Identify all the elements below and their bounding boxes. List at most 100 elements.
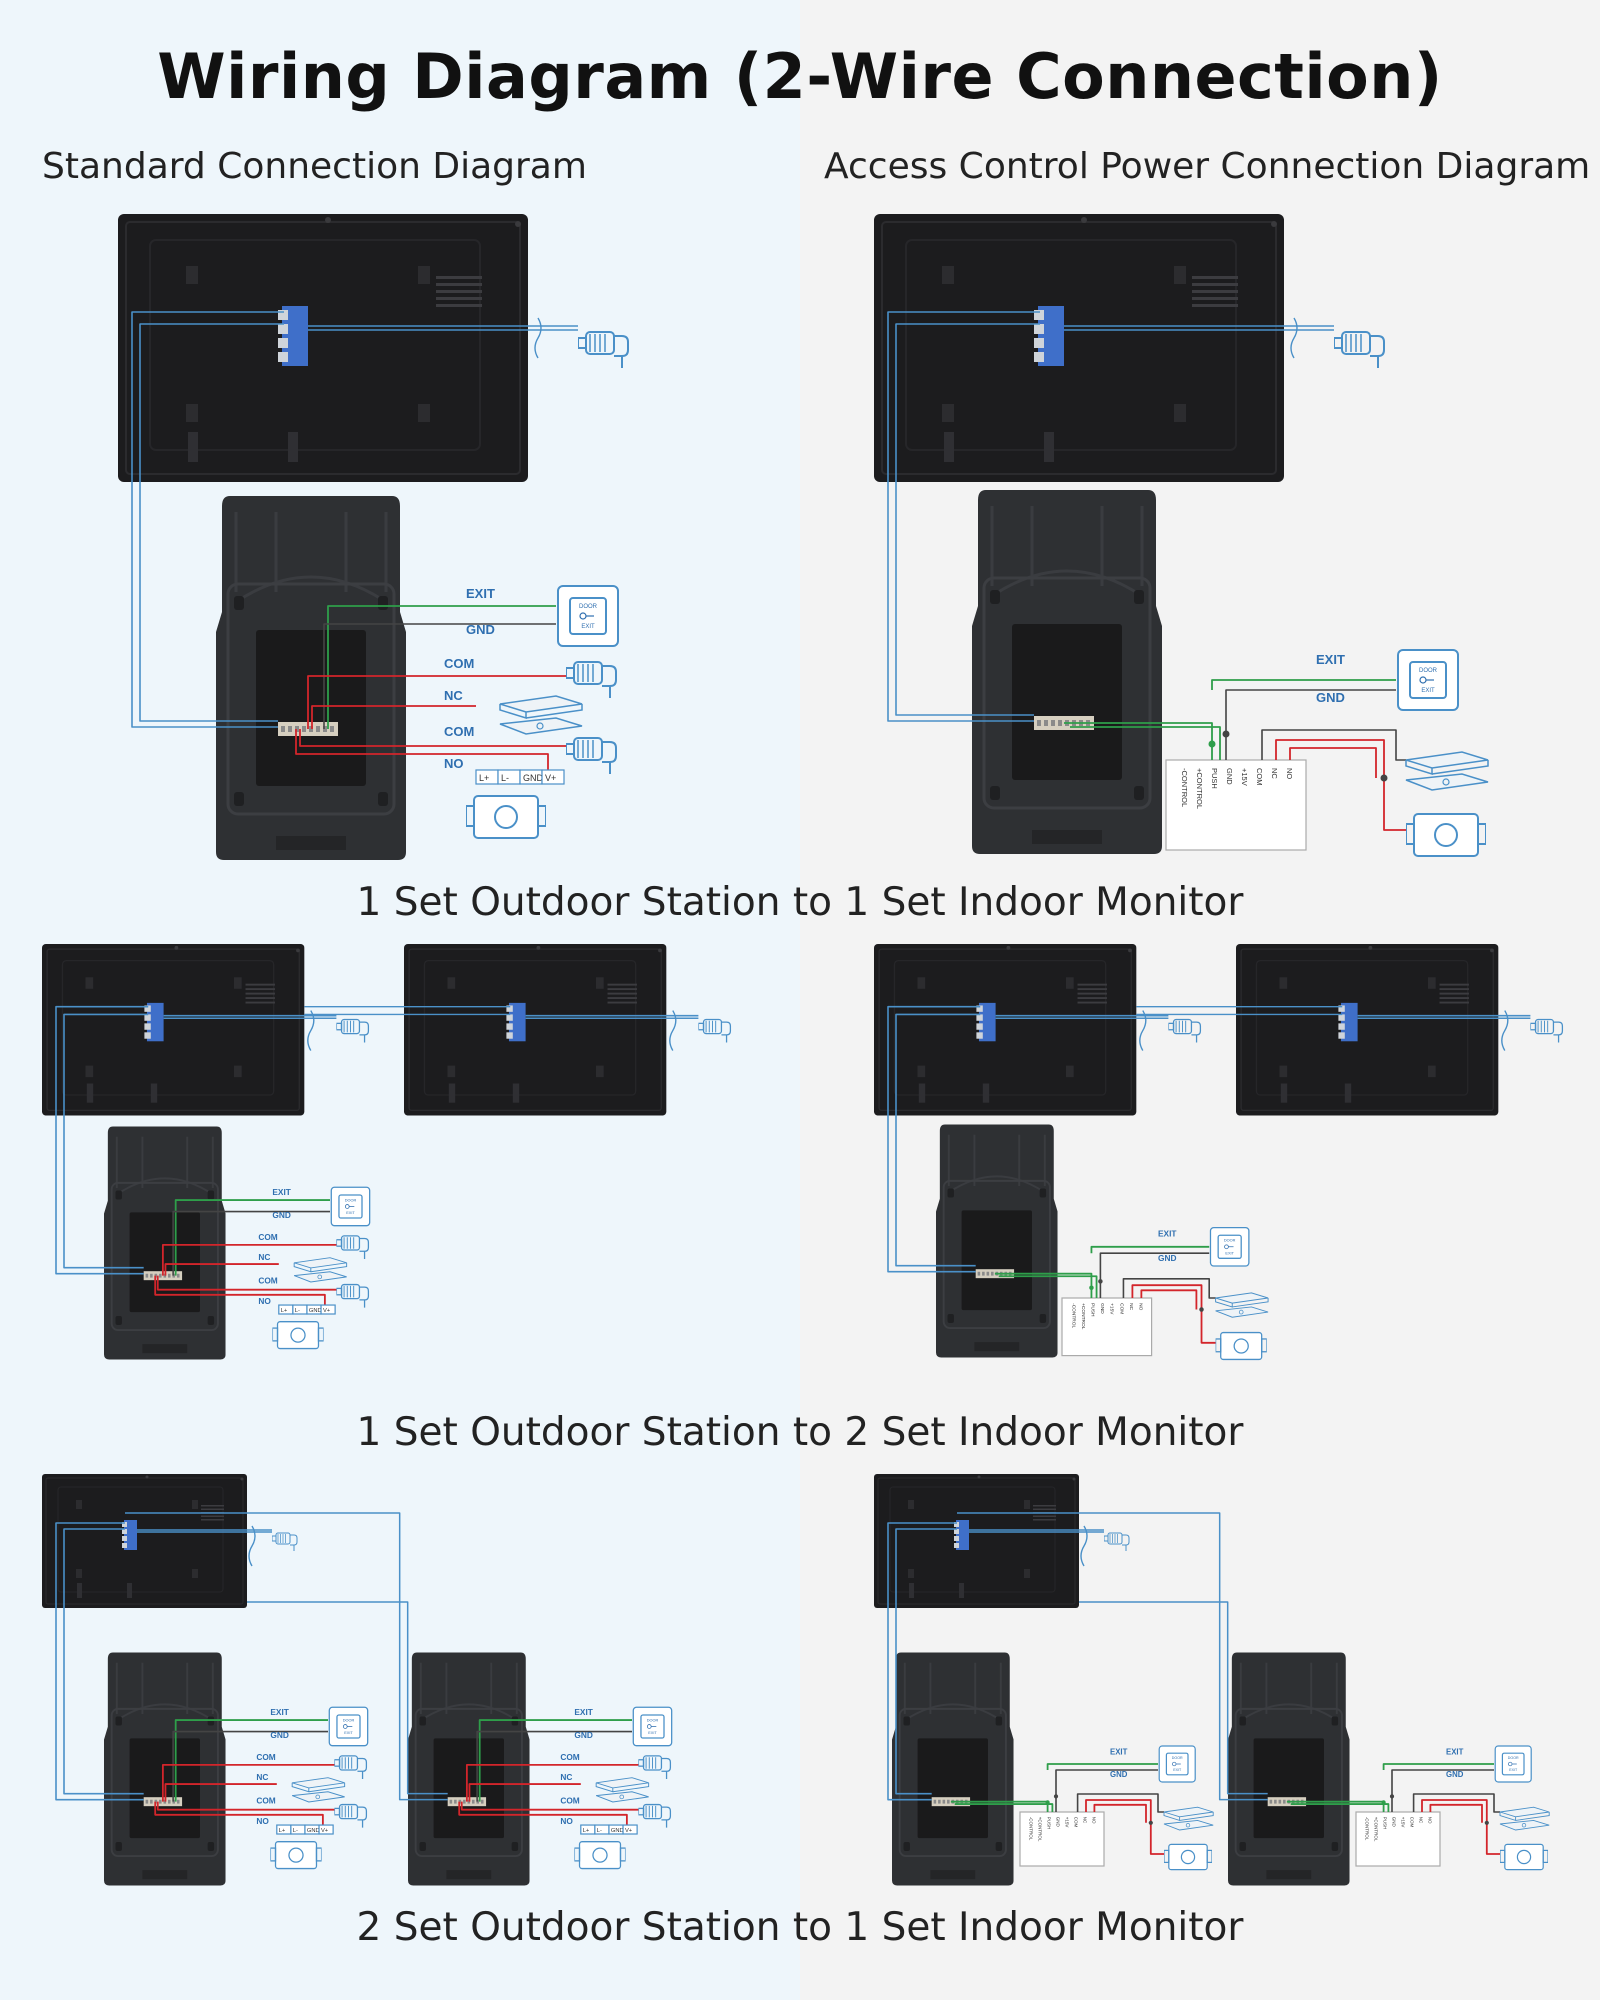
- nc-wire: [1421, 1799, 1500, 1855]
- exit-button-icon: [330, 1186, 371, 1227]
- exit-wire: [1090, 1245, 1210, 1254]
- cable-coil: [307, 1010, 315, 1051]
- outdoor-station: [1228, 1651, 1350, 1887]
- gnd-label: GND: [574, 1730, 592, 1740]
- exit-label: EXIT: [270, 1707, 288, 1717]
- lock-power-plug-2-icon: [566, 737, 617, 775]
- relay1-wire: [161, 1243, 337, 1276]
- power-terminal-label: NO: [1137, 1303, 1143, 1310]
- power-terminal-label: PUSH: [1210, 768, 1219, 789]
- power-terminal-label: GND: [1056, 1817, 1061, 1828]
- station-gnd-wire: [998, 1275, 1098, 1298]
- cable-coil: [1139, 1010, 1147, 1051]
- power-terminal-label: NO: [1092, 1817, 1097, 1824]
- exit-label: EXIT: [574, 1707, 592, 1717]
- com-label-2: COM: [444, 724, 474, 739]
- junction-dot: [1148, 1820, 1153, 1825]
- exit-label: EXIT: [272, 1187, 290, 1197]
- bolt-lock-icon: [466, 795, 546, 839]
- bus-wire-d: [247, 1601, 448, 1795]
- magnetic-lock-icon: [293, 1257, 348, 1283]
- bus-wire-c: [957, 1512, 1268, 1801]
- gnd-wire: [172, 1210, 330, 1276]
- gnd-label: GND: [466, 622, 495, 637]
- exit-button-icon: [557, 585, 619, 647]
- gnd-label: GND: [1446, 1770, 1464, 1779]
- magnetic-lock-icon: [291, 1777, 346, 1803]
- power-cable: [163, 1014, 337, 1020]
- nc-label-1: NC: [444, 688, 463, 703]
- junction-dot: [1098, 1279, 1103, 1284]
- cable-coil: [669, 1010, 677, 1051]
- exit-label: EXIT: [1446, 1747, 1464, 1756]
- lock-power-plug-icon: [336, 1235, 370, 1260]
- cable-coil: [1501, 1010, 1509, 1051]
- bolt-lock-icon: [1500, 1843, 1548, 1871]
- indoor-monitor: [874, 214, 1284, 482]
- station-gnd-wire: [954, 1803, 1054, 1812]
- access-power-supply: [1355, 1811, 1441, 1867]
- exit-label: EXIT: [1316, 652, 1345, 667]
- lock-terminal-label: GND: [523, 773, 544, 783]
- power-plug-icon: [1530, 1018, 1564, 1044]
- bus-wire-a: [887, 1522, 957, 1801]
- junction-dot: [1208, 740, 1216, 748]
- junction-dot: [1484, 1820, 1489, 1825]
- bus-wire-a: [55, 1522, 144, 1801]
- power-terminal-label: +15V: [1401, 1817, 1406, 1828]
- gnd-wire: [172, 1730, 328, 1802]
- power-plug-icon: [1104, 1532, 1130, 1552]
- station-gnd-wire: [1070, 726, 1221, 760]
- exit-wire: [478, 1719, 632, 1802]
- access-power-supply: [1061, 1297, 1153, 1357]
- bus-wire-d: [1079, 1601, 1268, 1795]
- lock-terminal-label: V+: [625, 1828, 633, 1834]
- lock-power-plug-2-icon: [336, 1283, 370, 1309]
- gnd-wire: [476, 1730, 632, 1802]
- power-cable: [1064, 325, 1334, 331]
- junction-dot: [1380, 774, 1388, 782]
- relay1-nc-wire: [164, 1263, 279, 1276]
- relay1-wire: [465, 1763, 639, 1802]
- power-plug-icon: [336, 1018, 370, 1044]
- lock-terminal-label: L+: [583, 1828, 590, 1834]
- lock-terminal: [622, 1824, 638, 1835]
- power-terminal-label: -CONTROL: [1029, 1817, 1034, 1841]
- bus-wire-b: [63, 1013, 149, 1269]
- no-label: NO: [256, 1816, 269, 1826]
- com-label-1: COM: [256, 1752, 275, 1762]
- no-label: NO: [444, 756, 464, 771]
- relay2-wire: [156, 1275, 337, 1291]
- gnd-label: GND: [1316, 690, 1345, 705]
- bus-wire-c: [125, 1512, 448, 1801]
- power-cable: [969, 1529, 1104, 1533]
- magnetic-lock-icon: [595, 1777, 650, 1803]
- no-wire: [1140, 1289, 1198, 1310]
- exit-wire: [174, 1719, 328, 1802]
- column-heading-access-control: Access Control Power Connection Diagram: [824, 146, 1591, 187]
- power-plug-icon: [698, 1018, 732, 1044]
- outdoor-station: [408, 1651, 530, 1887]
- com-label-1: COM: [444, 656, 474, 671]
- relay1-nc-wire: [164, 1783, 277, 1802]
- indoor-monitor: [404, 944, 667, 1116]
- power-terminal-label: +15V: [1109, 1303, 1115, 1315]
- power-cable: [995, 1014, 1169, 1020]
- bus-wire-b: [63, 1528, 144, 1795]
- lock-power-plug-icon: [638, 1755, 672, 1780]
- power-terminal-label: GND: [1392, 1817, 1397, 1828]
- exit-wire: [1046, 1763, 1158, 1770]
- section-title-1to1: 1 Set Outdoor Station to 1 Set Indoor Mo…: [356, 880, 1244, 925]
- power-terminal-label: NC: [1128, 1303, 1134, 1310]
- no-wire: [1429, 1803, 1483, 1823]
- relay2-no-wire: [154, 1801, 324, 1826]
- bolt-lock-icon: [1215, 1331, 1267, 1361]
- nc-wire: [1131, 1284, 1216, 1344]
- power-cable: [1357, 1014, 1531, 1020]
- lock-terminal-label: L-: [295, 1308, 300, 1314]
- power-terminal-label: COM: [1074, 1817, 1079, 1828]
- gnd-label: GND: [272, 1210, 290, 1220]
- power-terminal-label: +CONTROL: [1195, 768, 1204, 809]
- bolt-lock-icon: [1164, 1843, 1212, 1871]
